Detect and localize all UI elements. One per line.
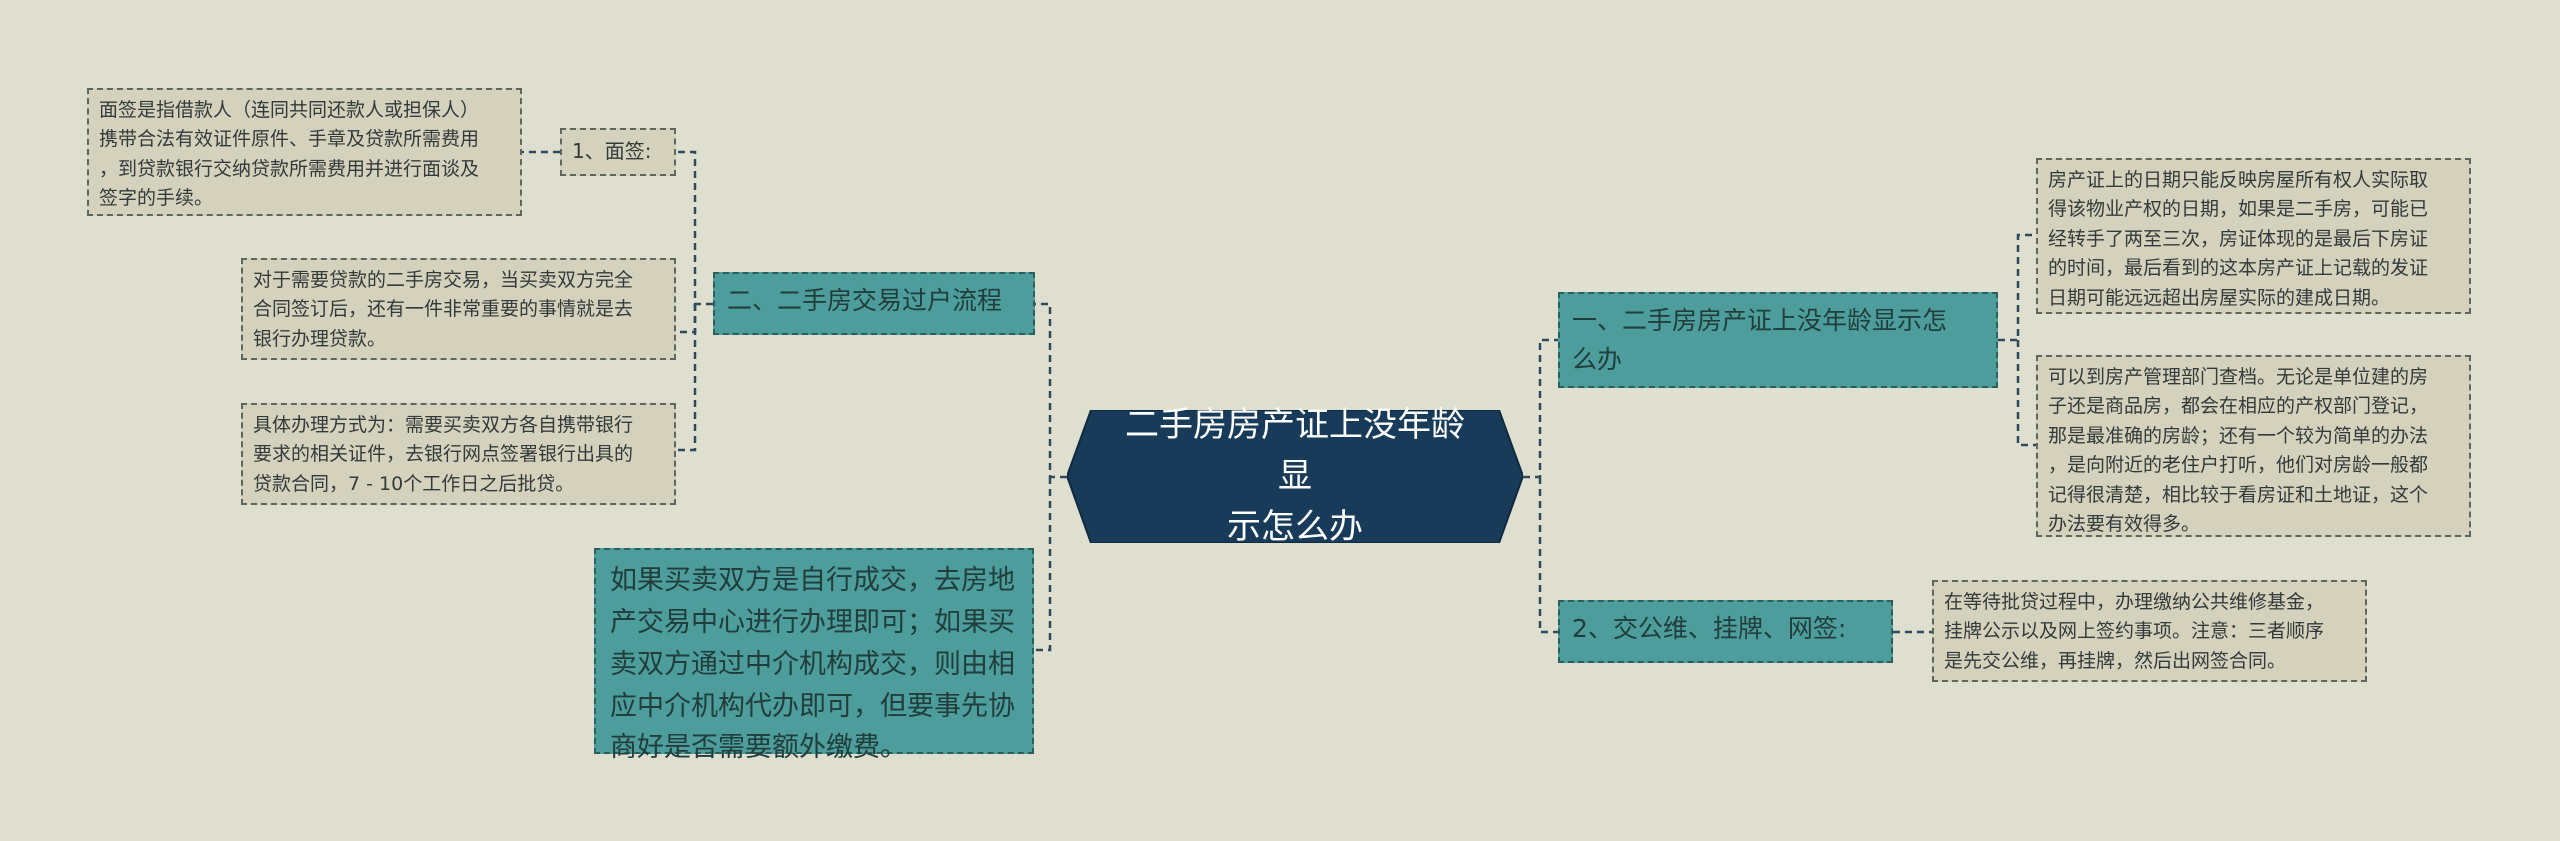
root-shape xyxy=(1067,410,1523,543)
root-topic[interactable]: 二手房房产证上没年龄显 示怎么办 xyxy=(1067,405,1523,547)
branch-sign[interactable]: 1、面签: xyxy=(560,128,676,176)
branch-age-question[interactable]: 一、二手房房产证上没年龄显示怎 么办 xyxy=(1558,292,1998,388)
age-detail-date[interactable]: 房产证上的日期只能反映房屋所有权人实际取 得该物业产权的日期，如果是二手房，可能… xyxy=(2036,158,2471,314)
fee-detail[interactable]: 在等待批贷过程中，办理缴纳公共维修基金， 挂牌公示以及网上签约事项。注意：三者顺… xyxy=(1932,580,2367,682)
branch-transfer-process[interactable]: 二、二手房交易过户流程 xyxy=(713,272,1035,335)
loan-procedure[interactable]: 具体办理方式为：需要买卖双方各自携带银行 要求的相关证件，去银行网点签署银行出具… xyxy=(241,403,676,505)
age-detail-check[interactable]: 可以到房产管理部门查档。无论是单位建的房 子还是商品房，都会在相应的产权部门登记… xyxy=(2036,355,2471,537)
branch-fee-listing-sign[interactable]: 2、交公维、挂牌、网签: xyxy=(1558,600,1893,663)
loan-note[interactable]: 对于需要贷款的二手房交易，当买卖双方完全 合同签订后，还有一件非常重要的事情就是… xyxy=(241,258,676,360)
agency-note[interactable]: 如果买卖双方是自行成交，去房地 产交易中心进行办理即可；如果买 卖双方通过中介机… xyxy=(594,548,1034,763)
sign-detail[interactable]: 面签是指借款人（连同共同还款人或担保人） 携带合法有效证件原件、手章及贷款所需费… xyxy=(87,88,522,216)
root-title: 二手房房产证上没年龄显 示怎么办 xyxy=(1125,405,1465,547)
